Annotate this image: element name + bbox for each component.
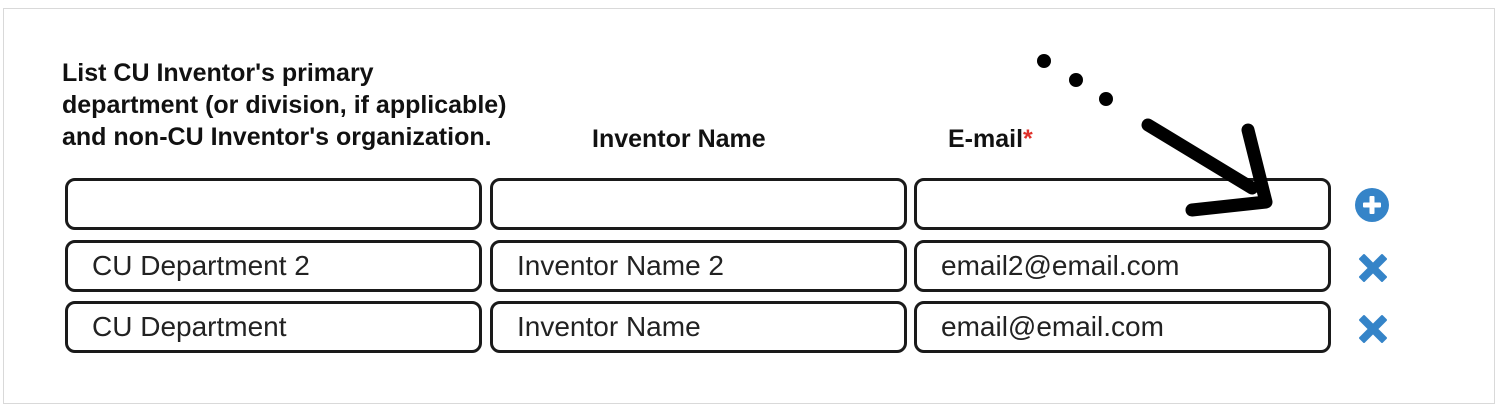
email-input[interactable]: email@email.com	[914, 301, 1331, 353]
inventor-name-input[interactable]: Inventor Name 2	[490, 240, 907, 292]
email-column-header: E-mail*	[948, 123, 1033, 155]
add-icon[interactable]	[1354, 187, 1390, 228]
department-column-header: List CU Inventor's primary department (o…	[62, 57, 507, 153]
department-input[interactable]: CU Department	[65, 301, 482, 353]
inventor-name-input[interactable]: Inventor Name	[490, 301, 907, 353]
remove-icon[interactable]	[1354, 310, 1392, 353]
email-input[interactable]	[914, 178, 1331, 230]
email-header-label: E-mail	[948, 125, 1024, 153]
inventor-name-column-header: Inventor Name	[592, 125, 766, 153]
inventor-name-input[interactable]	[490, 178, 907, 230]
department-header-line-1: List CU Inventor's primary	[62, 59, 374, 87]
department-header-line-2: department (or division, if applicable)	[62, 91, 507, 119]
department-input[interactable]	[65, 178, 482, 230]
email-input[interactable]: email2@email.com	[914, 240, 1331, 292]
department-header-line-3: and non-CU Inventor's organization.	[62, 123, 492, 151]
remove-icon[interactable]	[1354, 249, 1392, 292]
required-marker: *	[1023, 125, 1033, 153]
department-input[interactable]: CU Department 2	[65, 240, 482, 292]
